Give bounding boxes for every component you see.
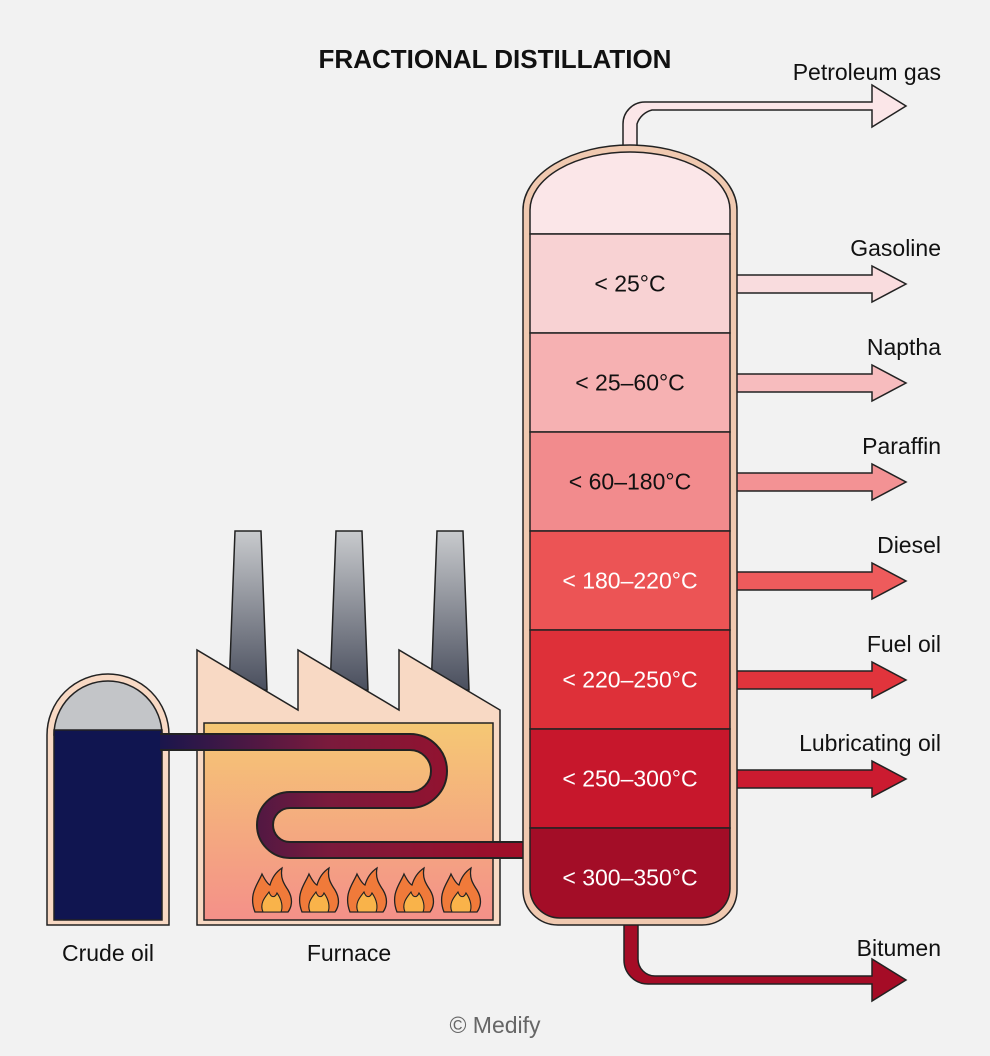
arrow-petroleum-gas (622, 83, 908, 171)
section-bitumen (529, 827, 731, 919)
furnace-label: Furnace (307, 940, 391, 966)
diagram-title: FRACTIONAL DISTILLATION (319, 44, 672, 74)
section-diesel (529, 530, 731, 631)
output-arrows (622, 83, 908, 1003)
section-gasoline (529, 233, 731, 334)
crude-oil-tank (46, 673, 170, 926)
flame-icon (440, 866, 482, 913)
section-lubricating-oil (529, 728, 731, 829)
column-sections: < 25°C < 25–60°C < 60–180°C < 180–220°C < 22… (529, 233, 731, 919)
arrow-bitumen (623, 899, 908, 1003)
copyright-credit: © Medify (449, 1012, 541, 1038)
temp-label-lubricating-oil: < 250–300°C (562, 766, 697, 792)
section-naptha (529, 332, 731, 433)
temp-label-fuel-oil: < 220–250°C (562, 667, 697, 693)
output-label-lubricating-oil: Lubricating oil (799, 730, 941, 756)
section-paraffin (529, 431, 731, 532)
output-label-bitumen: Bitumen (857, 935, 941, 961)
output-label-petroleum-gas: Petroleum gas (793, 59, 941, 85)
arrow-gasoline (731, 264, 908, 304)
crude-oil-fill (53, 729, 163, 921)
section-fuel-oil (529, 629, 731, 730)
chimney-left (228, 530, 268, 691)
arrow-diesel (731, 561, 908, 601)
flames (251, 866, 482, 913)
arrow-naptha (731, 363, 908, 403)
furnace (196, 530, 501, 926)
flame-icon (298, 866, 340, 913)
output-label-fuel-oil: Fuel oil (867, 631, 941, 657)
temp-label-naptha: < 25–60°C (575, 370, 685, 396)
chimney-right (430, 530, 470, 691)
distillation-column: < 25°C < 25–60°C < 60–180°C < 180–220°C < 22… (522, 144, 738, 926)
tank-dome (53, 680, 163, 736)
arrow-lubricating-oil (731, 759, 908, 799)
temp-label-diesel: < 180–220°C (562, 568, 697, 594)
chimney-middle (329, 530, 369, 691)
flame-icon (346, 866, 388, 913)
flame-icon (393, 866, 435, 913)
output-label-naptha: Naptha (867, 334, 941, 360)
feed-pipe (160, 733, 533, 859)
output-label-gasoline: Gasoline (850, 235, 941, 261)
arrow-paraffin (731, 462, 908, 502)
output-label-diesel: Diesel (877, 532, 941, 558)
temp-label-gasoline: < 25°C (594, 271, 665, 297)
temp-label-paraffin: < 60–180°C (569, 469, 691, 495)
temp-label-bitumen: < 300–350°C (562, 865, 697, 891)
output-label-paraffin: Paraffin (862, 433, 941, 459)
flame-icon (251, 866, 293, 913)
arrow-fuel-oil (731, 660, 908, 700)
column-top-chamber (529, 151, 731, 235)
crude-oil-label: Crude oil (62, 940, 154, 966)
